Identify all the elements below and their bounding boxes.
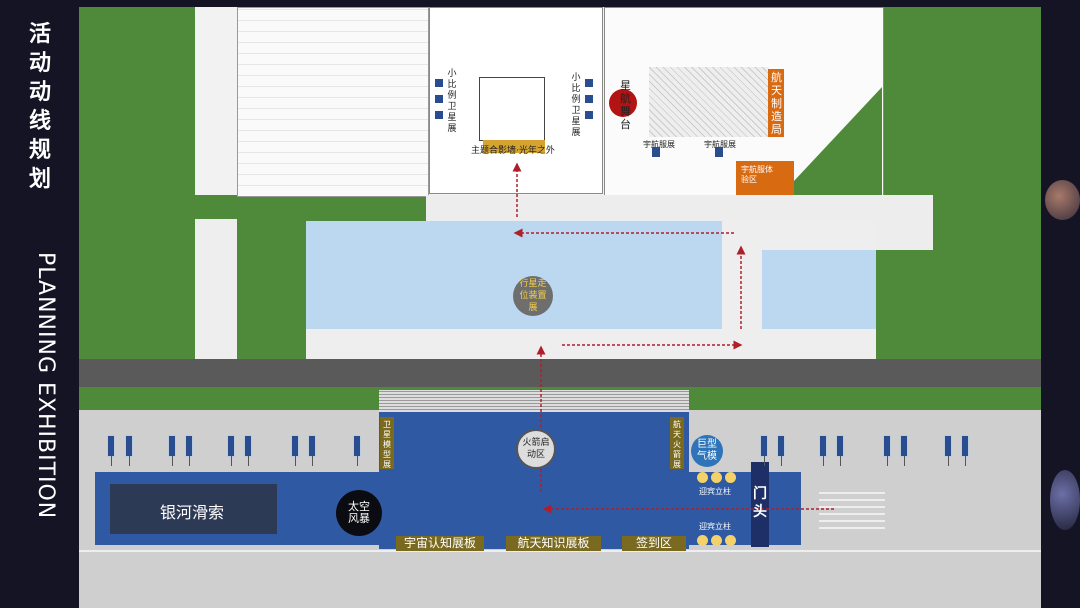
- rocket-model-label: 航天火箭展: [673, 420, 681, 469]
- plaza-left: [195, 219, 237, 359]
- flag: [777, 435, 785, 466]
- welcome-pillar-light: [711, 472, 722, 483]
- board-aerospace: 航天知识展板: [506, 536, 601, 551]
- satellite-exhibit-label: 小比例卫星展: [447, 69, 457, 134]
- flag: [760, 435, 768, 466]
- floor-plan-map: 小比例卫星展 小比例卫星展 星航舞台 航天制造局 主题合影墙·光年之外 宇航服展…: [79, 7, 1041, 608]
- plaza-strip: [306, 329, 876, 359]
- road: [79, 359, 1041, 387]
- welcome-pillar-label-2: 迎宾立柱: [699, 522, 731, 531]
- exhibit-marker: [585, 111, 593, 119]
- satellite-model-label: 卫星模型展: [383, 420, 391, 469]
- star-stage-marker: [609, 89, 637, 117]
- rocket-launch-area: 火箭启动区: [516, 429, 556, 469]
- crosswalk: [819, 489, 885, 529]
- flag: [353, 435, 361, 466]
- aerospace-bureau-label: 航天制造局: [771, 71, 782, 136]
- star-stage-label: 星航舞台: [620, 79, 631, 131]
- flag: [883, 435, 891, 466]
- astronaut-suit-marker-2: [715, 147, 723, 157]
- photo-wall-label: 主题合影墙·光年之外: [471, 146, 555, 156]
- welcome-pillar-light: [725, 472, 736, 483]
- space-storm: 太空风暴: [336, 490, 382, 536]
- galaxy-slide-label: 银河滑索: [160, 503, 225, 522]
- flag: [291, 435, 299, 466]
- rocket-model-box: [670, 417, 684, 469]
- welcome-pillar-label-1: 迎宾立柱: [699, 487, 731, 496]
- flag: [185, 435, 193, 466]
- planet-exhibit: 行星走位装置展: [513, 276, 553, 316]
- exhibit-marker: [585, 95, 593, 103]
- street-line: [79, 550, 1041, 552]
- astronaut-suit-label-2: 宇航服展: [704, 140, 736, 149]
- signin-area: 签到区: [622, 536, 686, 551]
- exhibit-marker: [435, 95, 443, 103]
- exhibit-marker: [585, 79, 593, 87]
- welcome-pillar-light: [697, 535, 708, 546]
- flag: [900, 435, 908, 466]
- pool-left: [306, 221, 722, 329]
- exhibit-marker: [435, 111, 443, 119]
- exhibit-marker: [435, 79, 443, 87]
- astronaut-suit-marker-1: [652, 147, 660, 157]
- green-triangle: [779, 87, 882, 197]
- flag: [168, 435, 176, 466]
- flag: [961, 435, 969, 466]
- board-universe: 宇宙认知展板: [396, 536, 484, 551]
- flag: [819, 435, 827, 466]
- satellite-model-box: [380, 417, 394, 469]
- welcome-pillar-light: [711, 535, 722, 546]
- flag: [125, 435, 133, 466]
- gate-label: 门头: [753, 486, 767, 520]
- flag: [836, 435, 844, 466]
- welcome-pillar-light: [725, 535, 736, 546]
- flag: [244, 435, 252, 466]
- gate-block: [751, 462, 769, 547]
- giant-balloon: 巨型气模: [691, 435, 723, 467]
- side-title: 活 动 动 线 规 划: [28, 22, 51, 192]
- building-left-wing: [237, 7, 429, 197]
- side-subtitle: PLANNING EXHIBITION: [33, 252, 58, 520]
- flag: [107, 435, 115, 466]
- flag: [944, 435, 952, 466]
- flag: [227, 435, 235, 466]
- stairs: [379, 390, 689, 412]
- aerospace-bureau: [768, 69, 784, 137]
- decor-planet-right-2: [1050, 470, 1080, 530]
- flag: [308, 435, 316, 466]
- display-cluster: [649, 67, 769, 137]
- astronaut-suit-label-1: 宇航服展: [643, 140, 675, 149]
- astronaut-experience: [736, 161, 794, 195]
- route-arrows: [512, 162, 834, 514]
- decor-planet-right: [1045, 180, 1080, 220]
- photo-wall-box: [483, 140, 545, 153]
- astronaut-experience-label: 宇航服体验区: [741, 165, 773, 184]
- welcome-pillar-light: [697, 472, 708, 483]
- galaxy-slide: [110, 484, 277, 534]
- satellite-exhibit-label-2: 小比例卫星展: [571, 73, 581, 138]
